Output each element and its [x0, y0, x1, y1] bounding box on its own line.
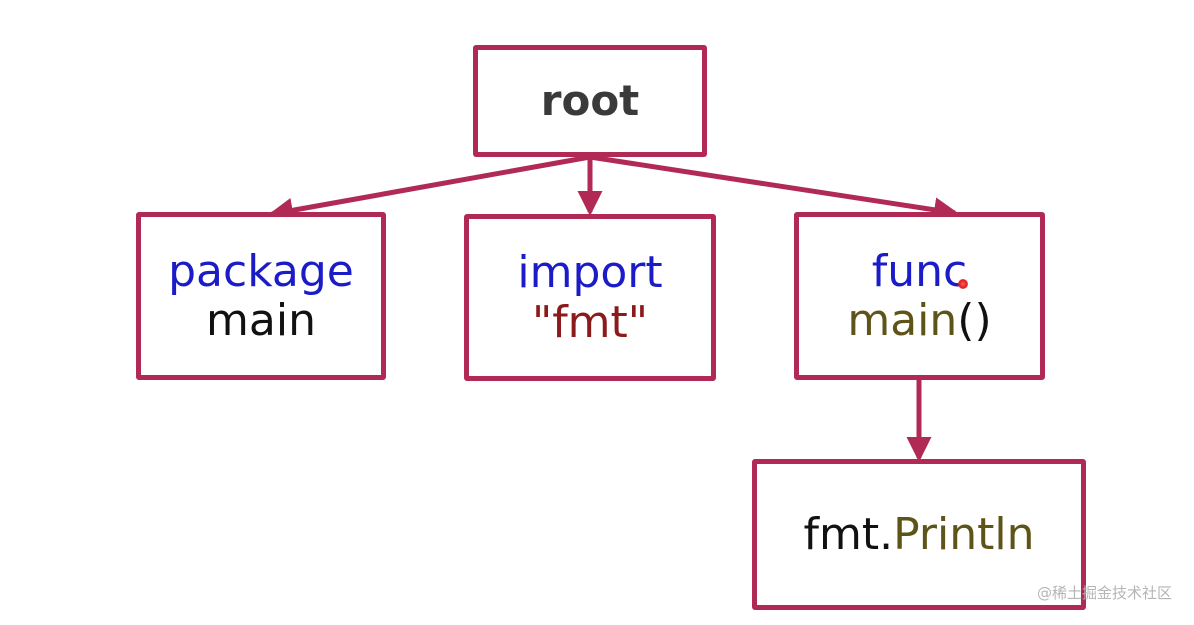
edge-root-func	[589, 154, 959, 223]
import-path: "fmt"	[531, 296, 649, 348]
func-signature: main()	[847, 296, 991, 345]
watermark: @稀土掘金技术社区	[1036, 584, 1172, 602]
println-package: fmt.	[803, 508, 894, 560]
import-keyword: import	[517, 247, 663, 299]
node-import: import "fmt"	[464, 214, 716, 381]
node-package: package main	[136, 212, 386, 380]
node-root: root	[473, 45, 707, 157]
node-func: func main()	[794, 212, 1045, 380]
root-label: root	[540, 76, 640, 126]
println-call: fmt.Println	[804, 510, 1035, 559]
package-keyword: package	[168, 245, 354, 297]
node-println: fmt.Println	[752, 459, 1086, 610]
println-function: Println	[893, 508, 1035, 560]
package-name: main	[206, 295, 316, 346]
func-name: main	[847, 295, 958, 346]
edge-root-package	[268, 154, 591, 223]
func-keyword: func	[871, 245, 968, 297]
func-parens: ()	[957, 295, 992, 346]
pointer-cursor-icon	[958, 279, 968, 289]
